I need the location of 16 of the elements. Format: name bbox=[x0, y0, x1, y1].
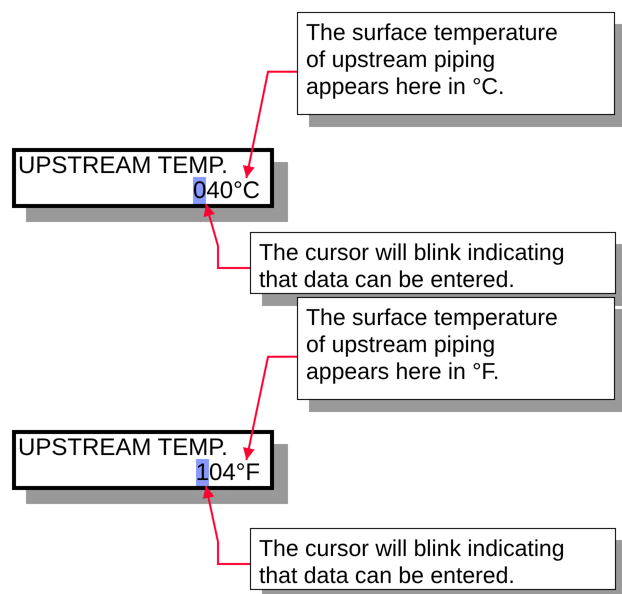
lcd-display bbox=[12, 430, 274, 490]
display-heading: UPSTREAM TEMP. bbox=[18, 434, 228, 462]
leader-arrow bbox=[242, 70, 297, 178]
lcd-display bbox=[12, 148, 274, 208]
display-heading: UPSTREAM TEMP. bbox=[18, 152, 228, 180]
node-box bbox=[196, 459, 210, 486]
node-box bbox=[193, 177, 206, 204]
callout-box: The surface temperature of upstream piping appears here in °C. bbox=[297, 12, 615, 115]
callout-box: The surface temperature of upstream piping appears here in °F. bbox=[297, 297, 615, 400]
callout-box: The cursor will blink indicating that data can be entered. bbox=[250, 528, 616, 590]
temperature-value: 040°C bbox=[192, 178, 260, 204]
callout-box: The cursor will blink indicating that data can be entered. bbox=[250, 232, 616, 294]
leader-arrow bbox=[202, 486, 250, 565]
temperature-value: 104°F bbox=[192, 460, 260, 486]
leader-arrow bbox=[242, 356, 297, 460]
leader-arrow bbox=[204, 204, 250, 269]
